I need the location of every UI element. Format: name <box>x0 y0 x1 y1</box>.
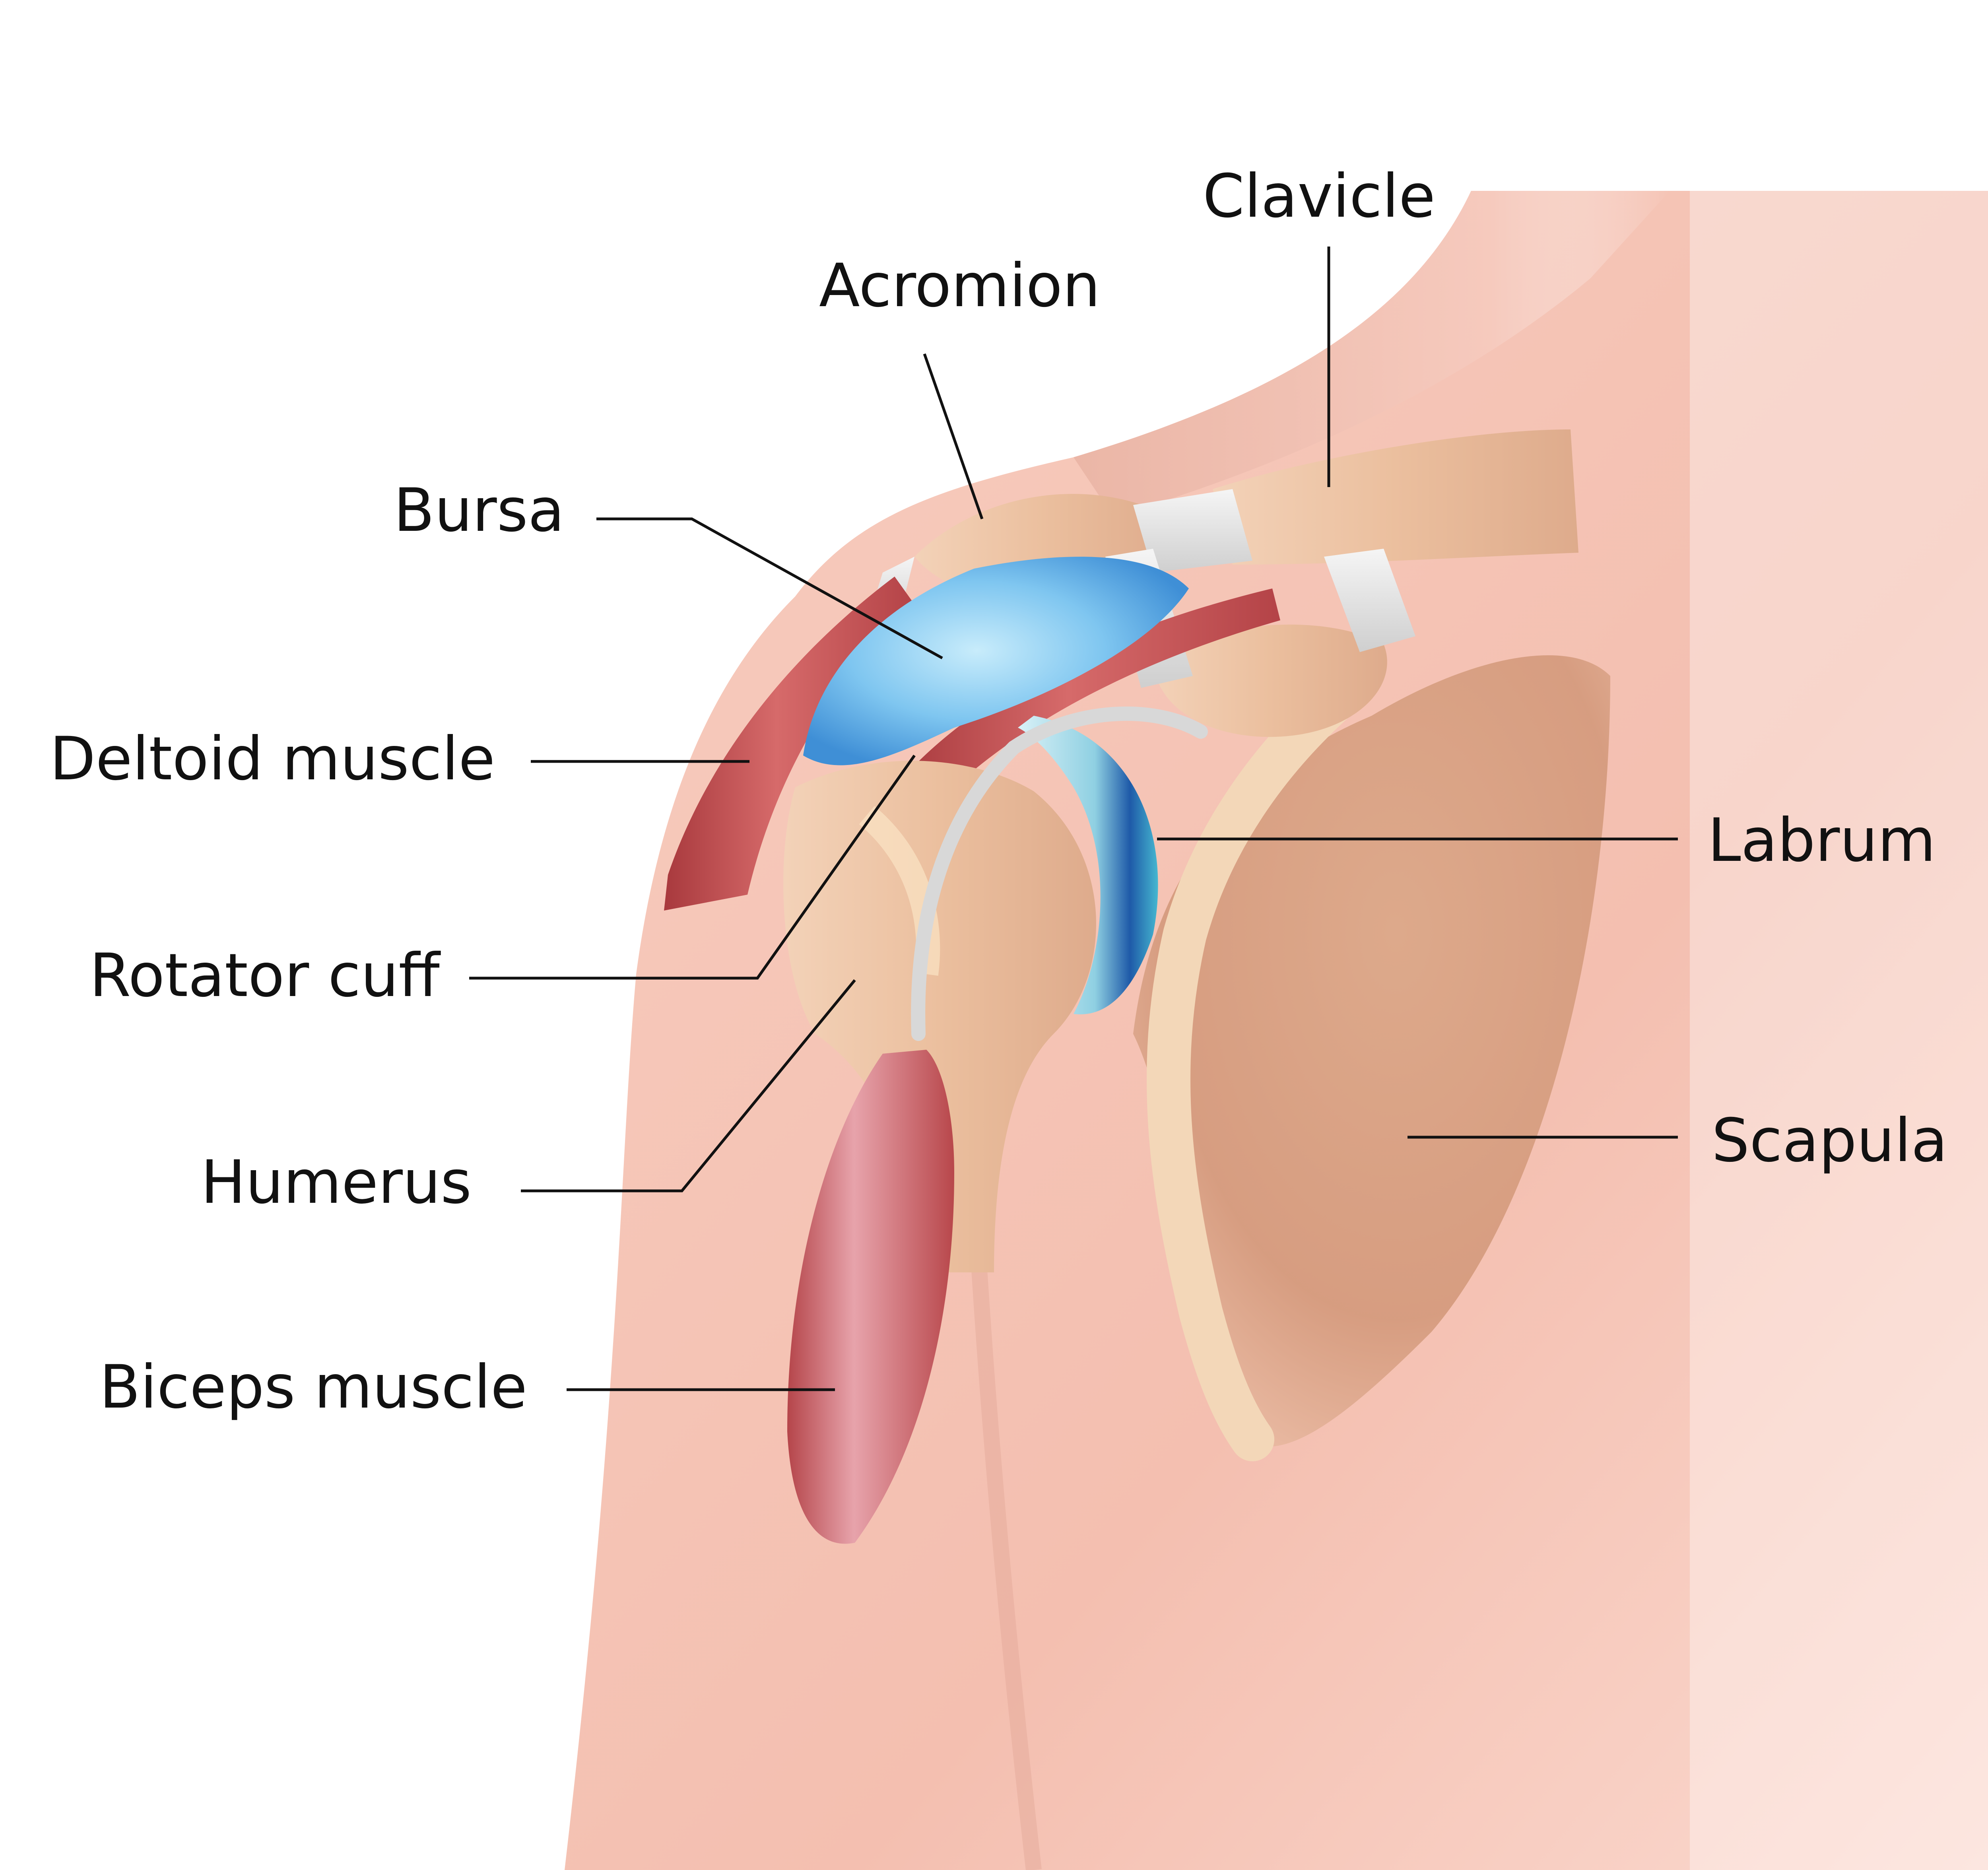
right-fade <box>1690 191 1988 1870</box>
label-acromion: Acromion <box>819 251 1100 320</box>
neck-shadow <box>1074 191 1670 517</box>
biceps-muscle <box>787 1050 954 1544</box>
label-biceps-muscle: Biceps muscle <box>99 1353 527 1422</box>
leader-acromion <box>923 353 984 520</box>
bursa-sac <box>803 557 1189 765</box>
rotator-cuff-muscle <box>895 588 1280 819</box>
scapula-edge <box>1147 674 1362 1461</box>
label-deltoid-muscle: Deltoid muscle <box>50 724 495 794</box>
coracoclavicular-ligament <box>1324 549 1415 652</box>
label-humerus: Humerus <box>201 1148 472 1217</box>
labrum-ring <box>1018 716 1158 1015</box>
leader-bursa <box>596 517 943 660</box>
coracoid-bone <box>1153 624 1387 737</box>
label-labrum: Labrum <box>1708 806 1936 875</box>
leader-rotator-cuff <box>469 754 916 980</box>
leader-humerus <box>521 979 856 1192</box>
label-scapula: Scapula <box>1712 1106 1947 1175</box>
label-bursa: Bursa <box>394 476 565 545</box>
label-clavicle: Clavicle <box>1203 162 1435 231</box>
label-rotator-cuff: Rotator cuff <box>89 941 441 1010</box>
ac-ligament <box>1133 489 1252 573</box>
labels: Clavicle Acromion Bursa Deltoid muscle L… <box>50 162 1947 1422</box>
humerus-bone <box>783 761 1096 1272</box>
leader-lines <box>469 247 1678 1391</box>
scapula-bone <box>1133 655 1610 1447</box>
biceps-tendon <box>911 706 1208 1041</box>
clavicle-bone <box>1213 429 1578 565</box>
